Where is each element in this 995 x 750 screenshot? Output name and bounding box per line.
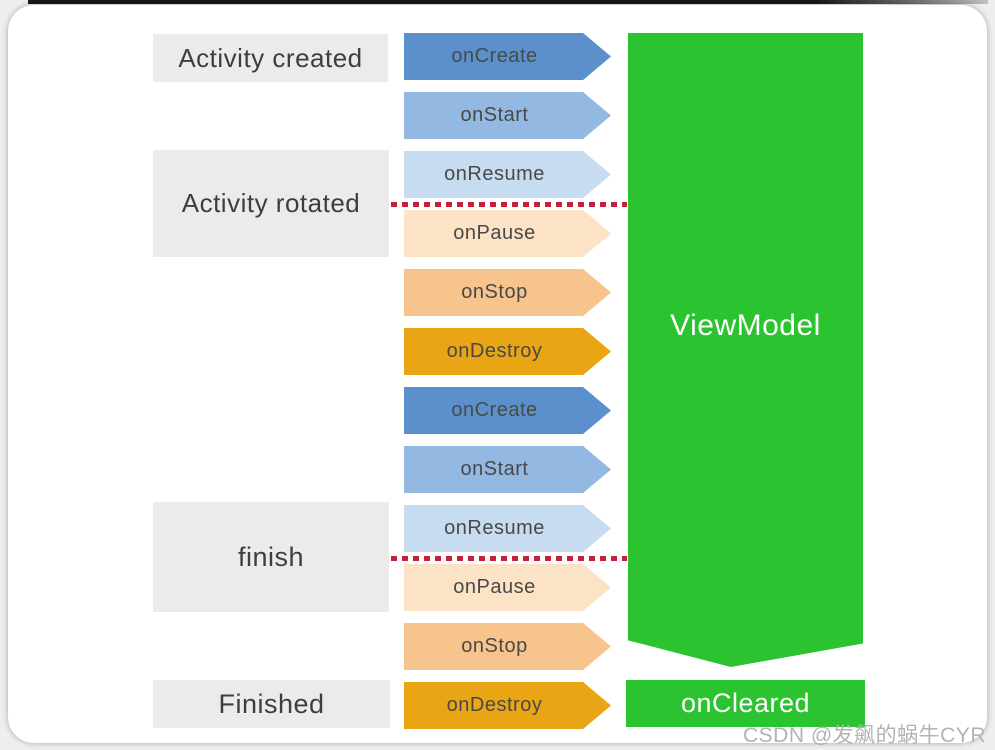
stage-finished: Finished [153,680,390,728]
top-crop-strip [28,0,988,4]
lifecycle-arrow-label: onDestroy [446,340,543,362]
lifecycle-arrow-label: onPause [453,222,536,244]
lifecycle-arrow-label: onStart [460,104,529,126]
oncleared-label: onCleared [680,688,811,718]
lifecycle-arrow-ondestroy: onDestroy [404,682,611,729]
slide-card: Activity created Activity rotated finish… [8,5,987,743]
oncleared-box: onCleared [626,680,865,727]
lifecycle-arrow-label: onResume [444,163,545,185]
rotation-separator-line [391,202,627,207]
stage-label: Activity created [178,42,363,73]
lifecycle-arrow-label: onCreate [451,399,538,421]
stage-finish: finish [153,502,389,612]
finish-separator-line [391,556,627,561]
lifecycle-arrow-onstart: onStart [404,92,611,139]
viewmodel-label: ViewModel [670,309,821,342]
lifecycle-arrow-onstart: onStart [404,446,611,493]
lifecycle-arrow-label: onDestroy [446,694,543,716]
csdn-watermark: CSDN @发飙的蜗牛CYR [743,724,986,747]
stage-label: finish [237,541,305,572]
stage-label: Activity rotated [181,188,361,218]
stage-label: Finished [218,688,325,719]
lifecycle-arrow-onpause: onPause [404,210,611,257]
viewmodel-scope-shape: ViewModel [628,33,863,667]
lifecycle-arrow-onpause: onPause [404,564,611,611]
lifecycle-arrow-onstop: onStop [404,269,611,316]
stage-activity-rotated: Activity rotated [153,150,389,257]
lifecycle-arrow-label: onResume [444,517,545,539]
lifecycle-arrow-label: onStop [461,635,528,657]
lifecycle-arrow-onresume: onResume [404,505,611,552]
lifecycle-arrow-onresume: onResume [404,151,611,198]
lifecycle-arrow-label: onPause [453,576,536,598]
lifecycle-arrow-label: onStop [461,281,528,303]
lifecycle-arrow-label: onCreate [451,45,538,67]
lifecycle-arrow-onstop: onStop [404,623,611,670]
lifecycle-arrow-ondestroy: onDestroy [404,328,611,375]
lifecycle-arrow-oncreate: onCreate [404,387,611,434]
stage-activity-created: Activity created [153,34,388,82]
lifecycle-arrow-oncreate: onCreate [404,33,611,80]
lifecycle-arrow-label: onStart [460,458,529,480]
